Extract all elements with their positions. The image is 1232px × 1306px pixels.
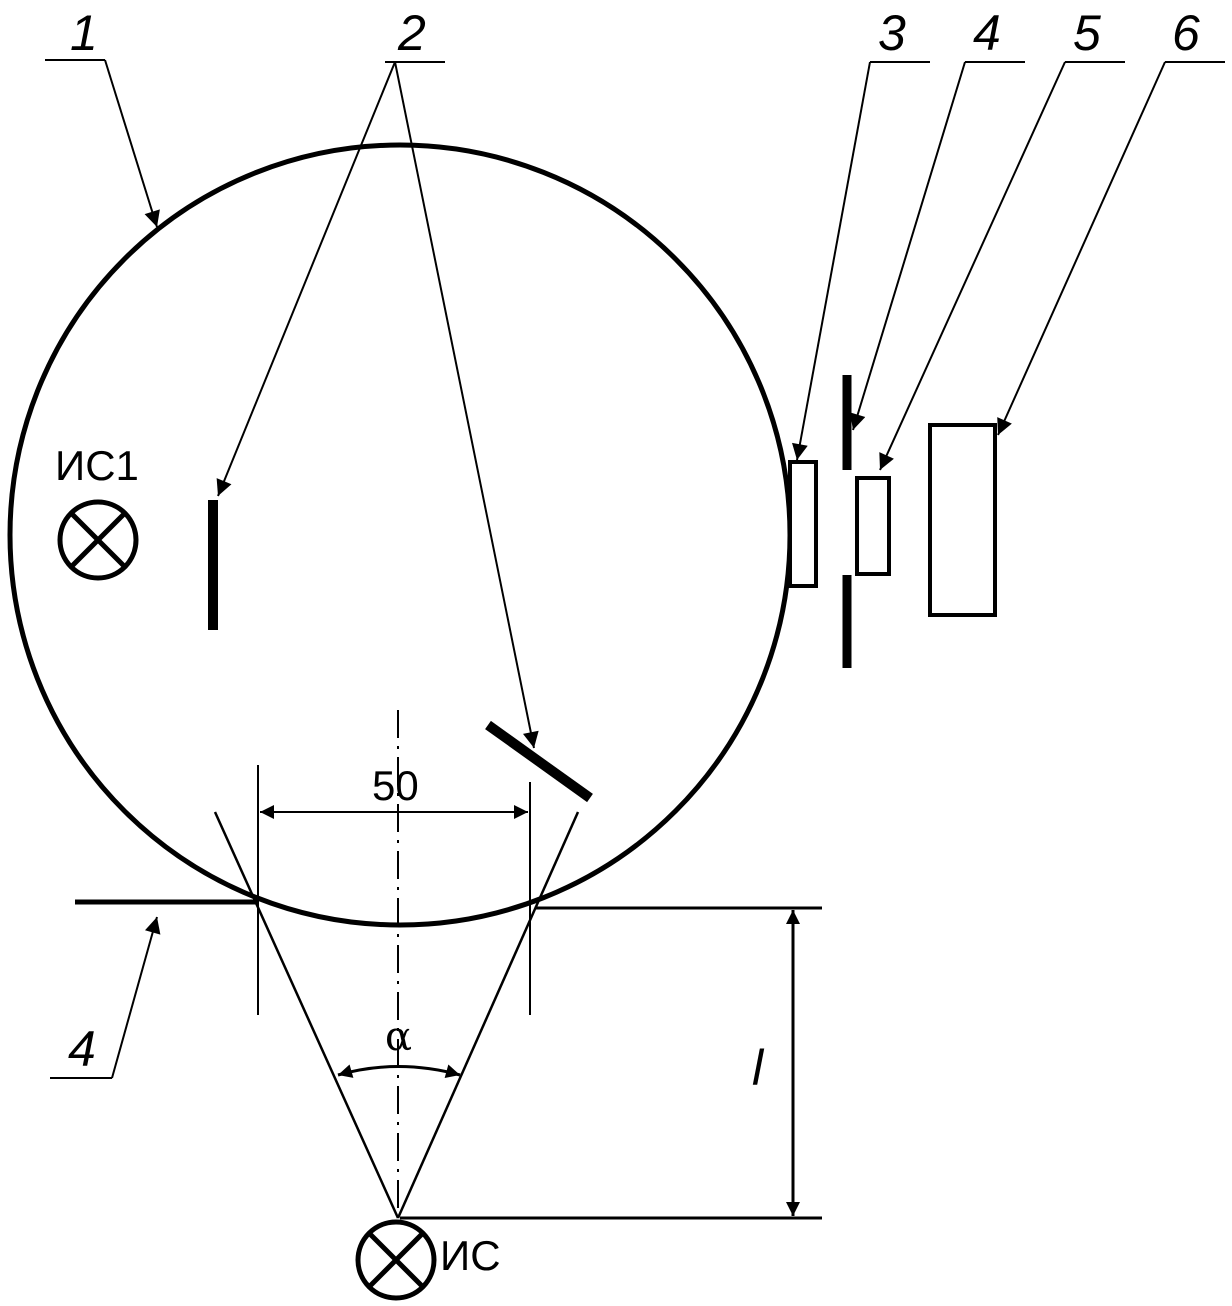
width-value: 50 [372, 762, 419, 809]
beam-cone [213, 811, 580, 1219]
label-1: 1 [70, 5, 98, 61]
label-4-bottom-callout: 4 [50, 916, 161, 1079]
width-dimension: 50 [257, 762, 531, 1015]
aux-source: ИС1 [55, 442, 139, 581]
angle-alpha: α [337, 1014, 461, 1079]
aux-source-label: ИС1 [55, 442, 139, 489]
angle-label: α [385, 1014, 412, 1060]
label-2: 2 [397, 5, 426, 61]
label-6-callout: 6 [997, 5, 1225, 436]
detector-6 [928, 423, 997, 617]
label-4-bottom: 4 [68, 1021, 96, 1077]
label-3-callout: 3 [792, 5, 930, 461]
distance-dimension: l [400, 910, 822, 1220]
screen-diagonal [485, 720, 593, 803]
aux-source-lamp-icon [57, 499, 139, 581]
label-3: 3 [878, 5, 906, 61]
port-element-3 [788, 460, 818, 588]
label-1-callout: 1 [45, 5, 160, 228]
label-5: 5 [1073, 5, 1101, 61]
filter-5 [855, 476, 891, 576]
main-source: ИС [355, 1219, 501, 1301]
label-2-callout: 2 [216, 5, 539, 749]
label-4-top-callout: 4 [850, 5, 1025, 431]
label-4-top: 4 [973, 5, 1001, 61]
port-plane [75, 899, 822, 910]
label-6: 6 [1172, 5, 1200, 61]
distance-label: l [752, 1040, 765, 1096]
label-5-callout: 5 [879, 5, 1125, 471]
main-source-label: ИС [440, 1232, 501, 1279]
main-source-lamp-icon [355, 1219, 437, 1301]
